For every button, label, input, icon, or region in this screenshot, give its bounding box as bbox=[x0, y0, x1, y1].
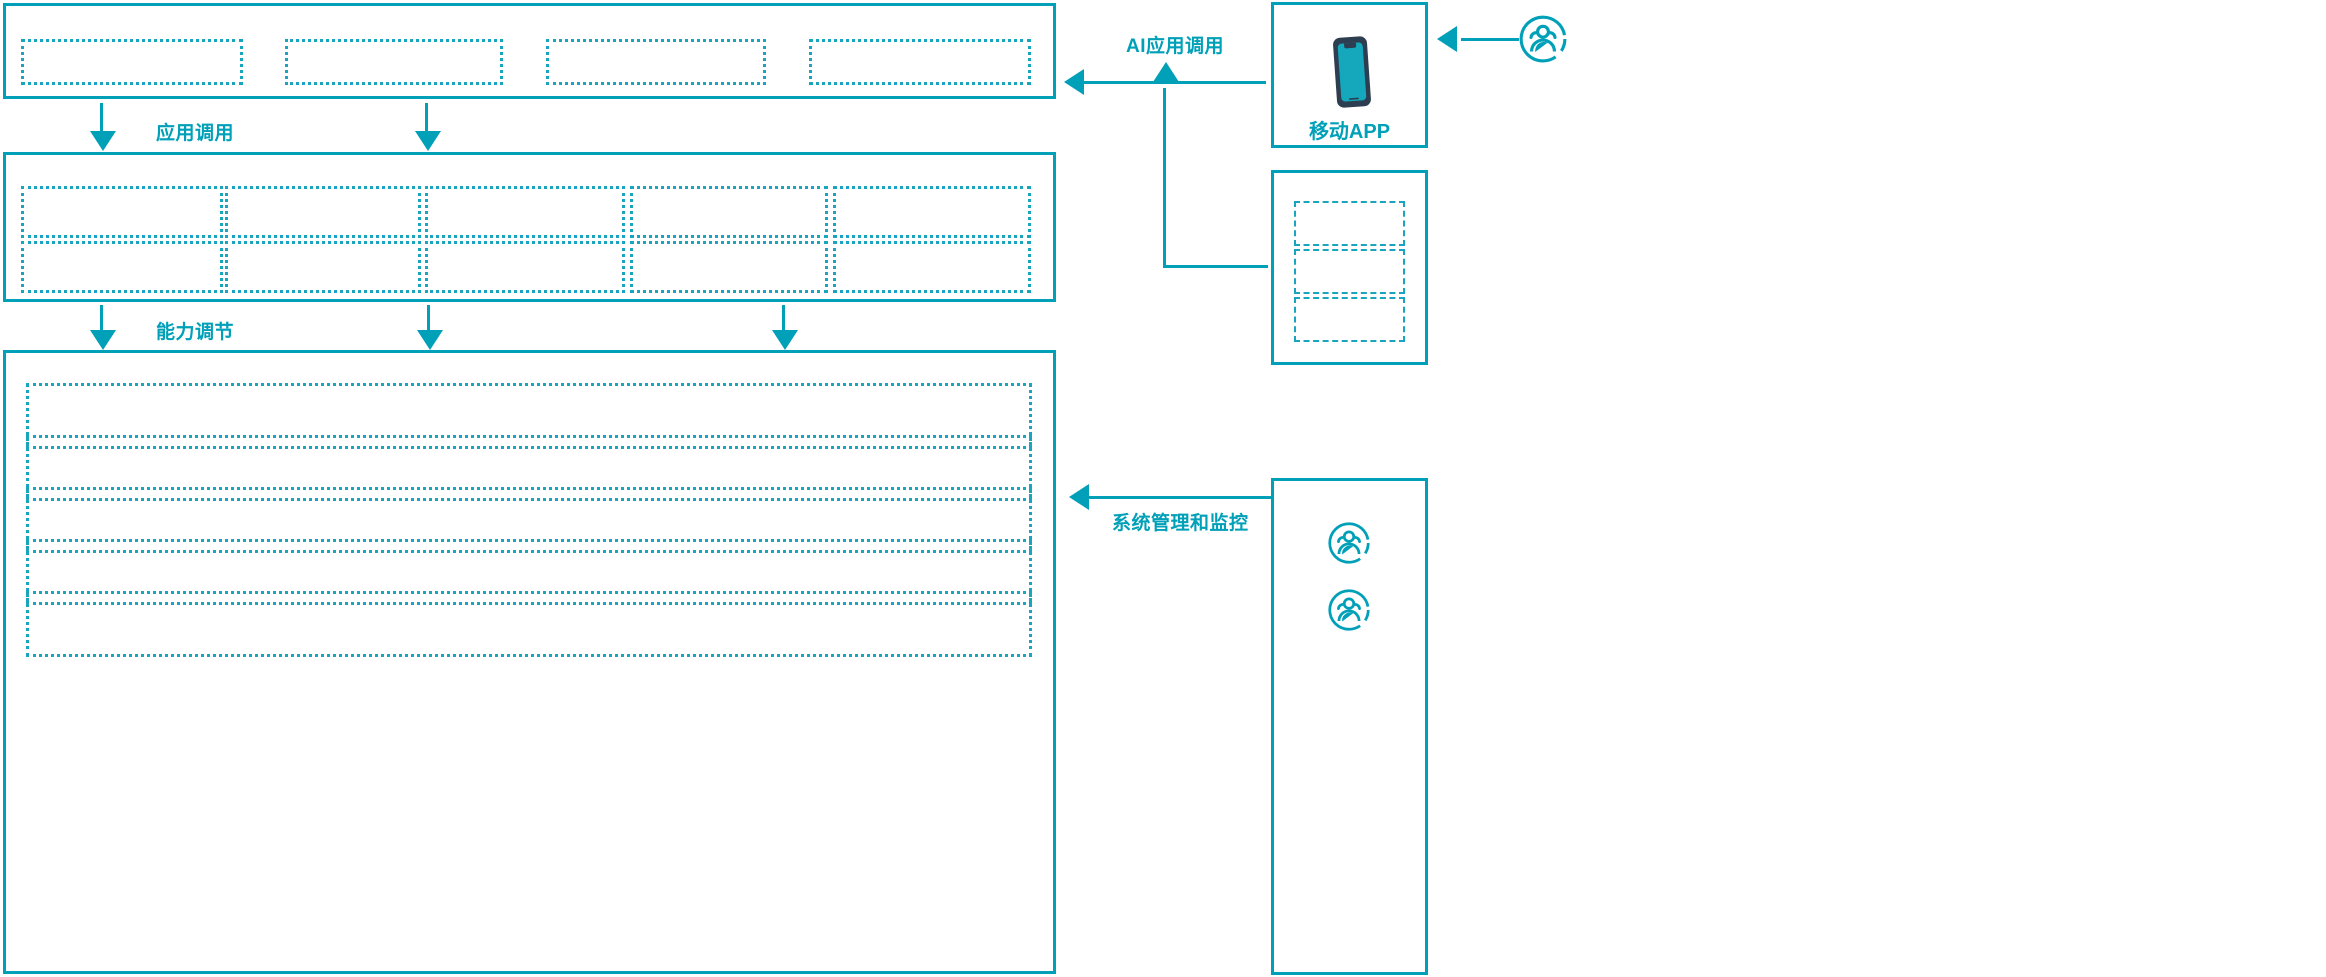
capability-slot-r2c5[interactable] bbox=[833, 241, 1031, 293]
infrastructure-slot-3[interactable] bbox=[26, 487, 1032, 553]
capability-layer-panel[interactable] bbox=[3, 152, 1056, 302]
capability-adjust-arrow-head-1 bbox=[90, 330, 116, 350]
infrastructure-layer-panel[interactable] bbox=[3, 350, 1056, 974]
application-slot-2[interactable] bbox=[285, 39, 503, 85]
user-group-icon bbox=[1518, 14, 1568, 64]
capability-slot-r1c5[interactable] bbox=[833, 186, 1031, 238]
capability-adjust-arrow-shaft-1 bbox=[100, 305, 103, 341]
ai-invoke-riser-foot bbox=[1163, 265, 1268, 268]
capability-slot-r1c1[interactable] bbox=[21, 186, 223, 238]
application-slot-1[interactable] bbox=[21, 39, 243, 85]
flow-label-app-invoke: 应用调用 bbox=[156, 123, 235, 144]
infrastructure-slot-4[interactable] bbox=[26, 539, 1032, 605]
infrastructure-slot-5[interactable] bbox=[26, 591, 1032, 657]
app-invoke-arrow-head-1 bbox=[90, 131, 116, 151]
capability-slot-r2c3[interactable] bbox=[425, 241, 625, 293]
flow-label-system-manage-monitor: 系统管理和监控 bbox=[1112, 513, 1249, 534]
user-group-icon bbox=[1327, 521, 1371, 565]
middle-side-card-slot-3[interactable] bbox=[1294, 297, 1405, 342]
app-invoke-arrow-head-2 bbox=[415, 131, 441, 151]
app-invoke-arrow-shaft-1 bbox=[100, 103, 103, 141]
application-slot-4[interactable] bbox=[809, 39, 1031, 85]
external-user-arrow-shaft bbox=[1461, 38, 1519, 41]
mobile-app-card-title: 移动APP bbox=[1308, 121, 1391, 143]
capability-slot-r2c2[interactable] bbox=[225, 241, 421, 293]
flow-label-capability-adjust: 能力调节 bbox=[156, 322, 235, 343]
application-slot-3[interactable] bbox=[546, 39, 766, 85]
system-manage-arrow-shaft bbox=[1087, 496, 1271, 499]
capability-adjust-arrow-shaft-2 bbox=[427, 305, 430, 341]
capability-slot-r1c3[interactable] bbox=[425, 186, 625, 238]
capability-slot-r2c1[interactable] bbox=[21, 241, 223, 293]
infrastructure-slot-1[interactable] bbox=[26, 383, 1032, 449]
capability-adjust-arrow-head-2 bbox=[417, 330, 443, 350]
infrastructure-slot-2[interactable] bbox=[26, 435, 1032, 501]
smartphone-icon bbox=[1330, 35, 1374, 109]
ai-app-invoke-arrow-shaft bbox=[1082, 81, 1266, 84]
capability-slot-r1c4[interactable] bbox=[630, 186, 828, 238]
capability-adjust-arrow-shaft-3 bbox=[782, 305, 785, 341]
admin-operators-card[interactable] bbox=[1271, 478, 1428, 975]
capability-slot-r1c2[interactable] bbox=[225, 186, 421, 238]
system-manage-arrow-head bbox=[1069, 484, 1089, 510]
middle-side-card-slot-2[interactable] bbox=[1294, 249, 1405, 294]
ai-invoke-riser-shaft bbox=[1163, 88, 1166, 268]
flow-label-ai-app-invoke: AI应用调用 bbox=[1126, 36, 1225, 57]
app-invoke-arrow-shaft-2 bbox=[425, 103, 428, 141]
capability-slot-r2c4[interactable] bbox=[630, 241, 828, 293]
external-user-arrow-head bbox=[1437, 26, 1457, 52]
middle-side-card-slot-1[interactable] bbox=[1294, 201, 1405, 246]
ai-invoke-riser-head bbox=[1153, 62, 1179, 82]
user-group-icon bbox=[1327, 588, 1371, 632]
capability-adjust-arrow-head-3 bbox=[772, 330, 798, 350]
ai-app-invoke-arrow-head bbox=[1064, 69, 1084, 95]
